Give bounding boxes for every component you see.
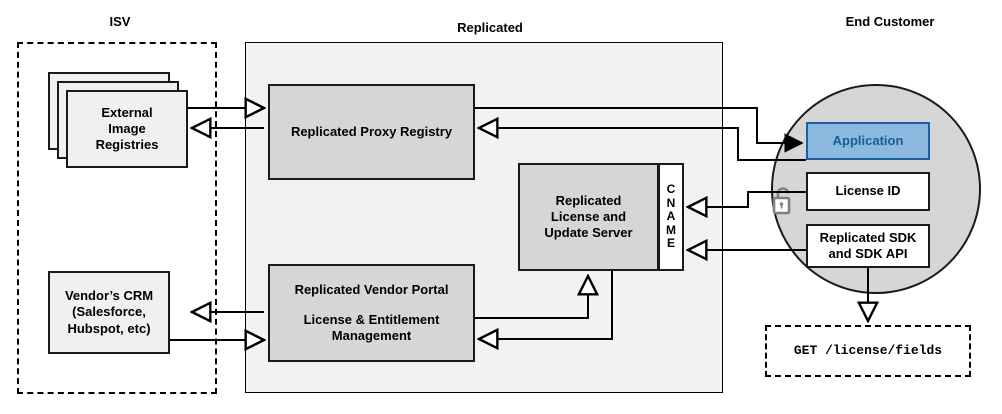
api-call-box: GET /license/fields — [765, 325, 971, 377]
isv-zone-boundary — [17, 42, 217, 394]
wire-proxy-to-application — [475, 107, 802, 143]
unlock-icon — [768, 184, 798, 216]
replicated-vendor-portal[interactable]: Replicated Vendor Portal License & Entit… — [268, 264, 475, 362]
wire-customer-to-proxy — [479, 128, 806, 161]
external-image-registries[interactable]: External Image Registries — [66, 90, 188, 168]
license-entitlement-management-label: License & Entitlement Management — [303, 311, 440, 344]
cname-letter-m: M — [666, 222, 676, 237]
vendor-portal-title: Replicated Vendor Portal — [294, 281, 449, 297]
vendors-crm[interactable]: Vendor’s CRM (Salesforce, Hubspot, etc) — [48, 271, 170, 354]
zone-title-isv: ISV — [109, 14, 131, 29]
cname-label-box: C N A M E — [658, 163, 684, 271]
cname-letter-n: N — [666, 195, 676, 210]
wire-license-id-to-cname — [688, 191, 806, 207]
zone-title-end-customer: End Customer — [845, 14, 935, 29]
cname-letter-a: A — [666, 209, 676, 224]
replicated-sdk-box[interactable]: Replicated SDK and SDK API — [806, 224, 930, 268]
zone-title-replicated: Replicated — [457, 20, 523, 35]
application-box[interactable]: Application — [806, 122, 930, 160]
replicated-license-and-update-server[interactable]: Replicated License and Update Server — [518, 163, 659, 271]
license-id-box[interactable]: License ID — [806, 172, 930, 211]
cname-letter-c: C — [666, 182, 676, 197]
cname-letter-e: E — [666, 236, 675, 251]
wire-portal-to-license-server — [475, 276, 588, 319]
replicated-proxy-registry[interactable]: Replicated Proxy Registry — [268, 84, 475, 180]
wire-license-server-to-portal — [479, 271, 613, 339]
